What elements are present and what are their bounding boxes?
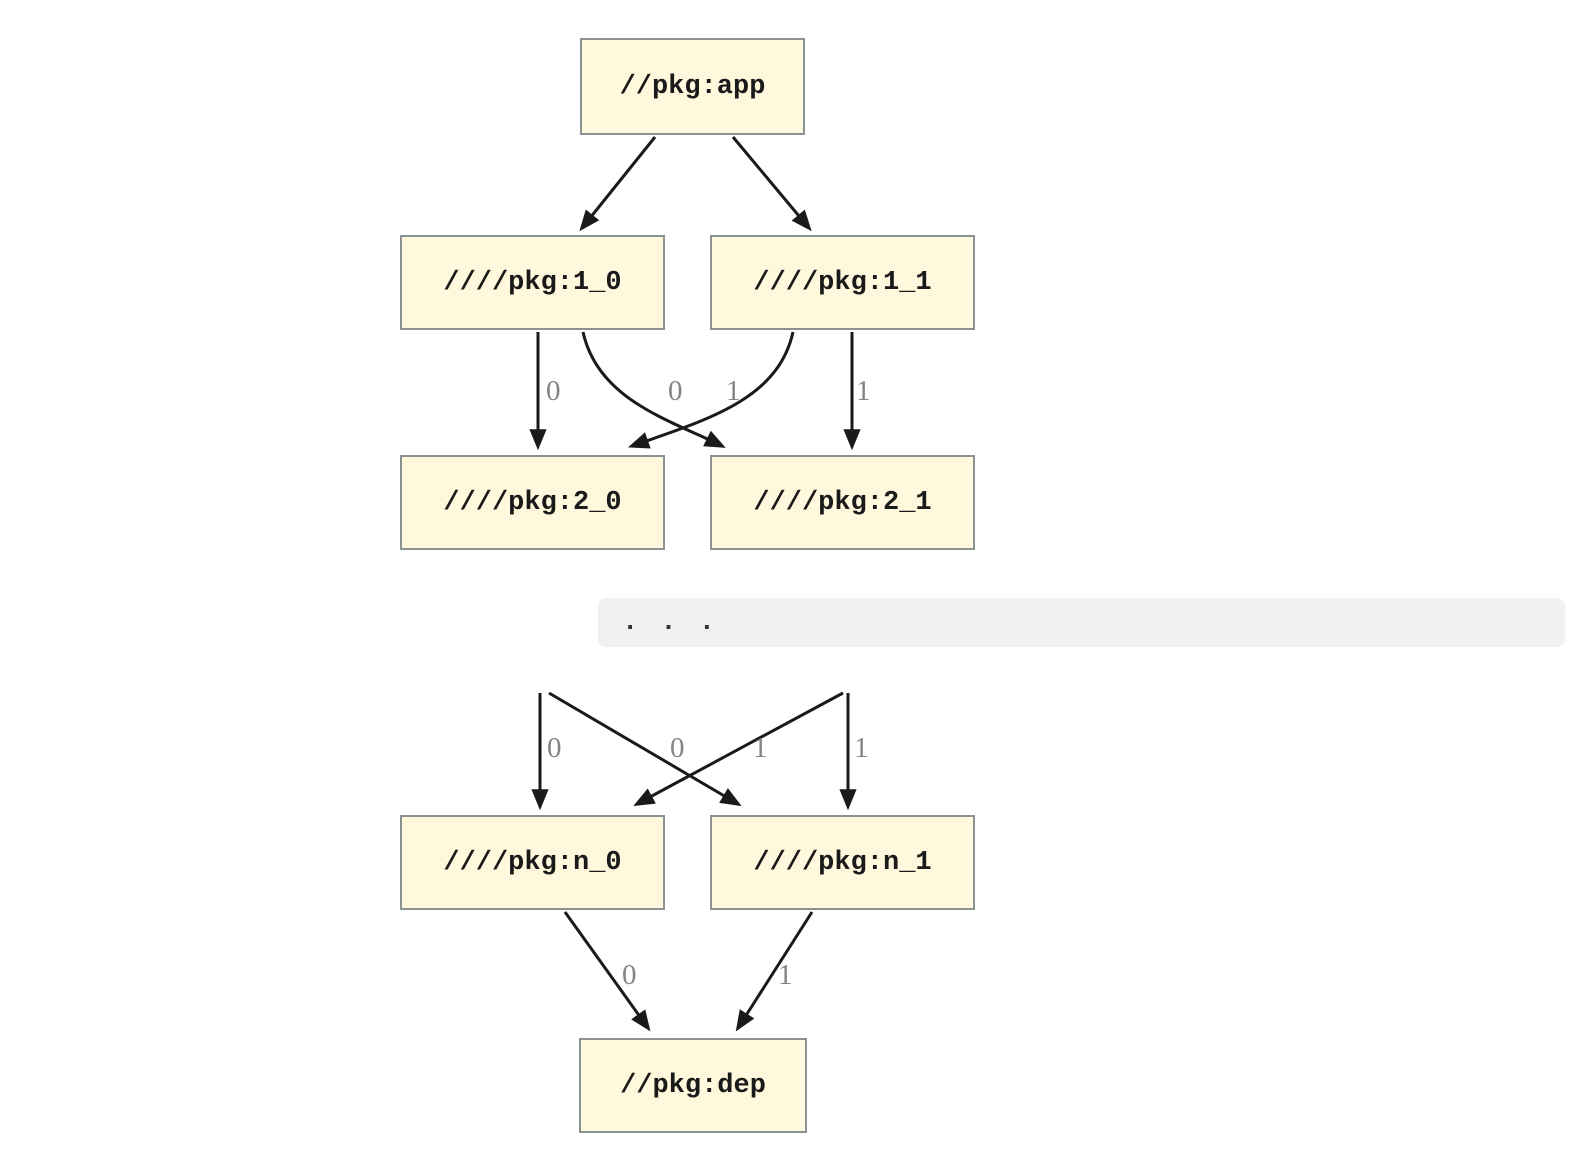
edge-label: 0 (547, 732, 562, 764)
edge-label: 1 (854, 732, 869, 764)
edge-app-to-1_0 (579, 136, 657, 232)
edge-label: 1 (753, 732, 768, 764)
edge-n_0-to-dep (563, 911, 651, 1032)
edge-n_1-to-dep (735, 911, 814, 1032)
edge-elided-cross-to-n_1 (548, 691, 742, 807)
edge-1_0-to-2_1 (581, 331, 726, 448)
edge-label: 0 (546, 375, 561, 407)
graph-node-2_1: ////pkg:2_1 (710, 455, 975, 550)
ellipsis-dots: . . . (622, 607, 719, 638)
edge-elided-cross-to-n_0 (633, 691, 844, 806)
graph-node-dep: //pkg:dep (579, 1038, 807, 1133)
edge-label: 0 (622, 959, 637, 991)
graph-node-2_0: ////pkg:2_0 (400, 455, 665, 550)
graph-node-n_0: ////pkg:n_0 (400, 815, 665, 910)
edge-1_1-to-2_0 (628, 331, 795, 449)
ellipsis-band: . . . (598, 598, 1565, 647)
edge-label: 0 (670, 732, 685, 764)
edge-app-to-1_1 (731, 136, 812, 232)
edge-label: 1 (778, 959, 793, 991)
graph-node-n_1: ////pkg:n_1 (710, 815, 975, 910)
graph-node-1_0: ////pkg:1_0 (400, 235, 665, 330)
edge-label: 0 (668, 375, 683, 407)
edge-label: 1 (856, 375, 871, 407)
graph-node-app: //pkg:app (580, 38, 805, 135)
graph-node-1_1: ////pkg:1_1 (710, 235, 975, 330)
edge-label: 1 (726, 375, 741, 407)
